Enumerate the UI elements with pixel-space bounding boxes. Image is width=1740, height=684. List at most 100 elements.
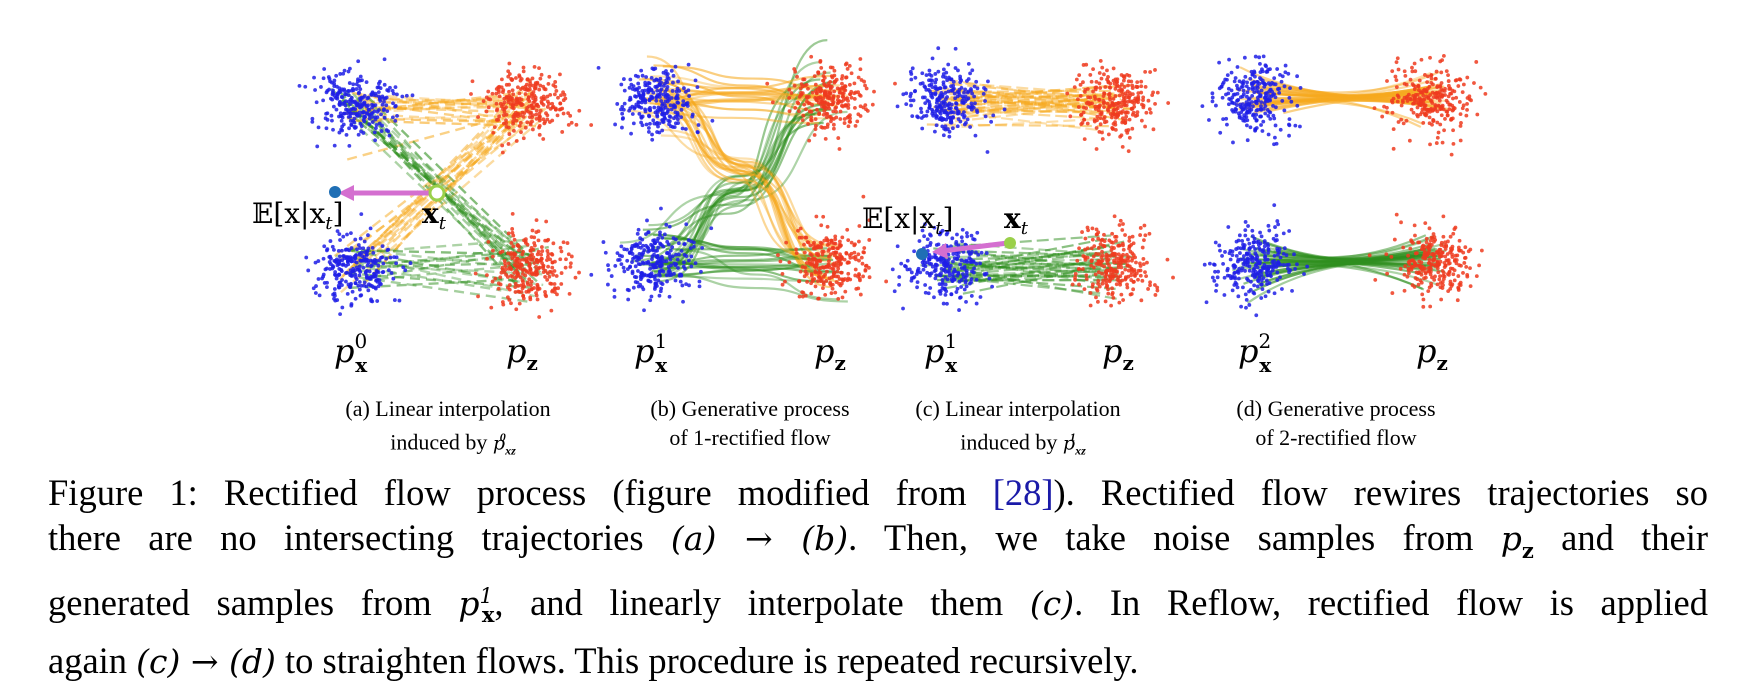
trajectory-curve: [1255, 258, 1425, 272]
sample-point: [933, 80, 938, 85]
caption-line: induced by pxz1: [868, 423, 1168, 466]
sample-point: [831, 245, 835, 250]
sample-point: [845, 278, 850, 283]
sample-point: [870, 102, 875, 107]
sample-point: [689, 254, 694, 259]
sample-point: [1463, 245, 1468, 250]
sample-point: [370, 114, 375, 119]
trajectory-curve: [1250, 234, 1427, 260]
sample-point: [551, 83, 556, 88]
sample-point: [494, 108, 499, 113]
sample-point: [805, 271, 809, 276]
sample-point: [534, 112, 538, 117]
sample-point: [676, 266, 680, 270]
sample-point: [953, 46, 958, 51]
sample-point: [1420, 292, 1425, 297]
sample-point: [1282, 108, 1287, 113]
sample-point: [688, 246, 693, 251]
sample-point: [845, 96, 850, 101]
sample-point: [943, 85, 948, 90]
sample-point: [938, 289, 943, 293]
sample-point: [632, 255, 637, 260]
sample-point: [1128, 93, 1132, 98]
sample-point: [646, 273, 651, 278]
expectation-label: 𝔼[x|xt]: [252, 197, 343, 234]
sample-point: [490, 254, 495, 259]
sample-point: [635, 87, 640, 92]
sample-point: [1142, 223, 1147, 228]
sample-point: [852, 96, 857, 101]
target-label-c: pz: [1102, 332, 1134, 375]
sample-point: [1451, 231, 1456, 236]
sample-point: [470, 79, 475, 84]
sample-point: [408, 261, 413, 265]
sample-point: [662, 232, 667, 237]
sample-point: [1280, 99, 1285, 103]
sample-point: [378, 99, 383, 103]
sample-point: [1420, 107, 1425, 112]
sample-point: [1261, 119, 1266, 124]
sample-point: [952, 86, 956, 91]
sample-point: [1111, 295, 1116, 300]
sample-point: [563, 96, 568, 101]
sample-point: [673, 64, 678, 69]
sample-point: [682, 260, 686, 265]
caption-line-3: generated samples from p1x, and linearly…: [48, 574, 1708, 639]
sample-point: [809, 291, 814, 296]
sample-point: [1089, 246, 1094, 251]
sample-point: [686, 62, 691, 67]
sample-point: [957, 93, 962, 97]
sample-point: [913, 89, 918, 93]
sample-point: [1237, 233, 1242, 238]
sample-point: [1259, 234, 1264, 239]
sample-point: [947, 273, 952, 278]
sample-point: [1441, 53, 1446, 58]
source-cluster: [596, 62, 715, 142]
trajectory-line: [947, 262, 1107, 275]
target-cluster: [469, 61, 594, 155]
sample-point: [1129, 273, 1134, 278]
sample-point: [942, 261, 947, 265]
sample-point: [655, 254, 660, 259]
sample-point: [1116, 252, 1121, 257]
sample-point: [511, 106, 516, 111]
sample-point: [1417, 78, 1422, 83]
sample-point: [379, 112, 383, 117]
citation-link[interactable]: [28]: [992, 472, 1054, 513]
sample-point: [338, 312, 343, 316]
sample-point: [1264, 91, 1269, 95]
target-cluster: [765, 54, 897, 151]
sample-point: [955, 232, 959, 237]
sample-point: [1403, 74, 1408, 78]
sample-point: [334, 107, 339, 112]
sample-point: [1126, 83, 1130, 88]
sample-point: [852, 250, 857, 255]
sample-point: [1287, 95, 1292, 100]
sample-point: [795, 100, 800, 105]
sample-point: [1236, 97, 1241, 102]
sample-point: [393, 118, 398, 123]
sample-point: [1275, 278, 1280, 282]
sample-point: [1096, 279, 1101, 283]
sample-point: [904, 102, 909, 107]
sample-point: [1412, 223, 1417, 228]
sample-point: [664, 71, 668, 76]
sample-point: [645, 218, 649, 223]
sample-point: [1255, 80, 1260, 84]
sample-point: [1256, 279, 1261, 284]
sample-point: [959, 235, 964, 240]
sample-point: [1002, 107, 1007, 112]
trajectory-line: [953, 108, 1118, 115]
sample-point: [1444, 98, 1449, 103]
sample-point: [530, 127, 535, 132]
sample-point: [555, 292, 559, 297]
sample-point: [895, 244, 900, 249]
sample-point: [661, 92, 666, 97]
sample-point: [504, 118, 508, 123]
sample-point: [1097, 98, 1102, 102]
sample-point: [547, 274, 552, 279]
sample-point: [1090, 237, 1095, 242]
sample-point: [353, 237, 358, 242]
sample-point: [517, 301, 522, 306]
sample-point: [655, 88, 660, 93]
